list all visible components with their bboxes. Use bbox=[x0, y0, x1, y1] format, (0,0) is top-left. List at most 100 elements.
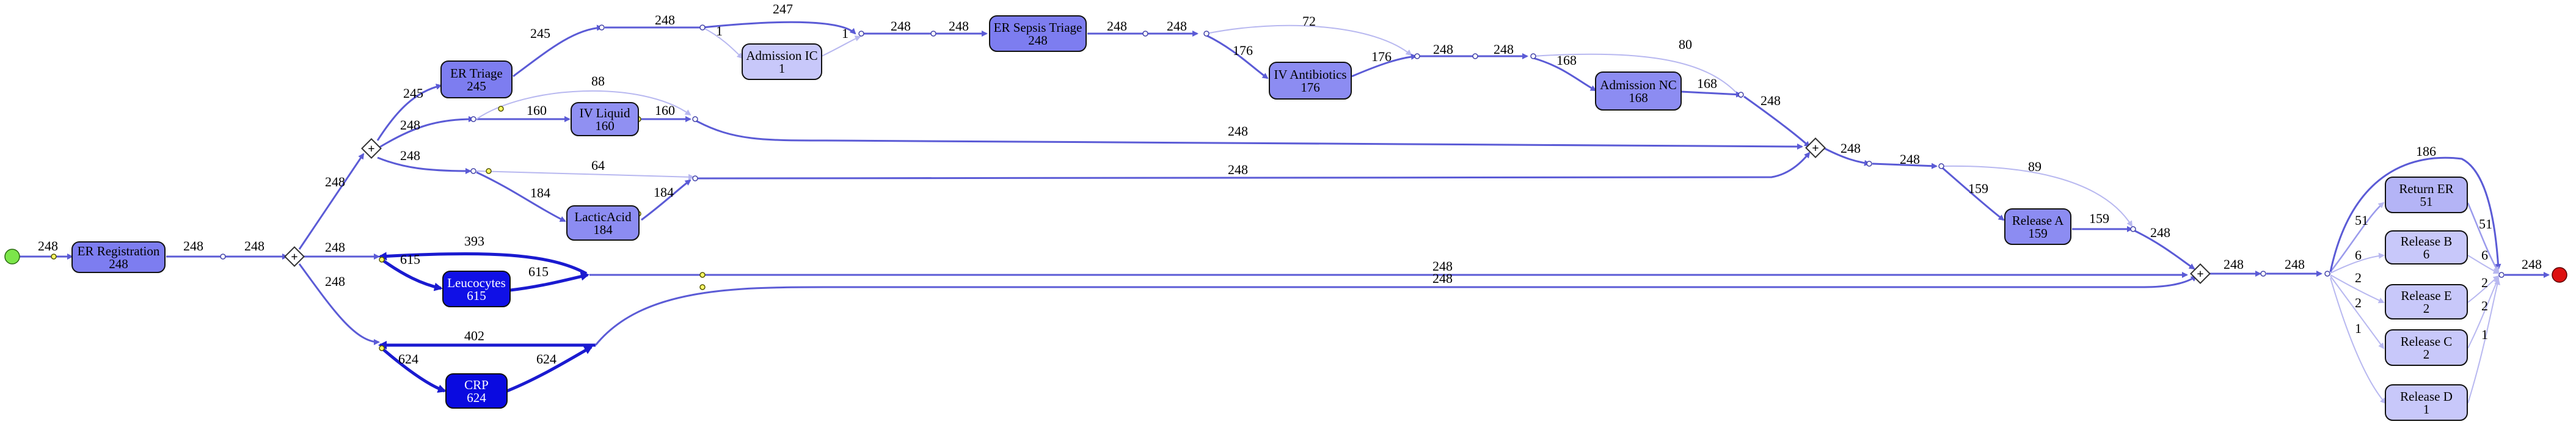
label-to-release-d: 1 bbox=[2355, 321, 2362, 336]
gateway-join-top[interactable]: + bbox=[1805, 137, 1826, 158]
edge-lactic-long bbox=[696, 151, 1811, 180]
label-crp-in: 624 bbox=[398, 351, 418, 367]
edge-to-return-er bbox=[2330, 202, 2385, 272]
gateway-join-final[interactable]: + bbox=[2190, 263, 2211, 284]
activity-box bbox=[566, 205, 640, 241]
label-to-release-e: 2 bbox=[2355, 270, 2362, 285]
routing-dot bbox=[1142, 31, 1148, 37]
routing-dot bbox=[220, 254, 226, 260]
routing-dot bbox=[470, 168, 476, 174]
edge-to-iv-antibiotics bbox=[1206, 34, 1269, 79]
edge-to-release-d bbox=[2330, 277, 2387, 404]
label-to-release-b: 6 bbox=[2355, 247, 2362, 263]
gateway-split-top[interactable]: + bbox=[361, 138, 382, 159]
activity-box bbox=[742, 43, 822, 80]
edge-to-lactic bbox=[377, 156, 472, 174]
edge-triage-sepsis-top bbox=[605, 21, 856, 35]
label-nc-bypass: 80 bbox=[1679, 37, 1692, 52]
activity-name: LacticAcid bbox=[574, 210, 632, 224]
label-sepsis-in-b: 248 bbox=[949, 18, 969, 34]
activity-box bbox=[71, 241, 166, 273]
label-iv-liquid-out: 160 bbox=[655, 103, 675, 118]
gateway-join-final-symbol: + bbox=[2197, 268, 2203, 281]
activity-name: Release B bbox=[2401, 234, 2453, 249]
label-reg-split-a: 248 bbox=[183, 238, 203, 254]
activity-release-e[interactable]: Release E2 bbox=[2385, 284, 2468, 319]
routing-dot bbox=[1866, 161, 1872, 167]
activity-name: ER Sepsis Triage bbox=[994, 20, 1082, 35]
routing-dot bbox=[692, 116, 698, 122]
label-join-out-b: 248 bbox=[1900, 151, 1920, 167]
label-sepsis-out-a: 248 bbox=[1107, 18, 1127, 34]
label-crp-out: 624 bbox=[536, 351, 556, 367]
activity-box bbox=[1595, 71, 1682, 111]
label-adm-nc-out: 168 bbox=[1697, 76, 1717, 91]
routing-dot bbox=[2324, 271, 2330, 277]
edge-admission-ic-out bbox=[821, 35, 861, 57]
start-event bbox=[4, 249, 20, 265]
label-nc-join: 248 bbox=[1761, 93, 1781, 108]
gateway-split-top-symbol: + bbox=[368, 142, 374, 156]
activity-box bbox=[2385, 384, 2468, 421]
edge-lactic-in bbox=[476, 171, 566, 222]
edge-release-a-bypass bbox=[1942, 165, 2133, 227]
gateway-join-top-symbol: + bbox=[1812, 142, 1819, 155]
label-leuco-out: 615 bbox=[528, 264, 549, 279]
label-final-out-b: 248 bbox=[2285, 257, 2305, 272]
routing-dot bbox=[1530, 53, 1536, 59]
routing-dot bbox=[470, 116, 476, 122]
edge-lactic-bypass bbox=[476, 170, 695, 180]
label-triage-out: 245 bbox=[530, 26, 550, 41]
activity-release-b[interactable]: Release B6 bbox=[2385, 230, 2468, 265]
activity-name: Admission IC bbox=[746, 48, 817, 63]
activity-release-d[interactable]: Release D1 bbox=[2385, 384, 2468, 421]
gateways: + + + + bbox=[284, 137, 2211, 284]
edge-to-iv-liquid bbox=[377, 116, 475, 150]
activity-release-c[interactable]: Release C2 bbox=[2385, 329, 2468, 366]
label-final-bypass: 186 bbox=[2416, 144, 2436, 159]
edge-nc-bypass bbox=[1533, 53, 1742, 99]
activity-count: 160 bbox=[595, 119, 615, 133]
label-split-top-in: 248 bbox=[325, 174, 345, 189]
label-iv-liquid-bypass: 88 bbox=[591, 73, 605, 89]
label-triage-out2: 248 bbox=[655, 12, 675, 27]
label-join-out-a: 248 bbox=[1841, 141, 1861, 156]
edge-labels: 248 248 248 248 248 248 245 245 248 247 … bbox=[38, 1, 2542, 367]
edge-split-top bbox=[298, 153, 365, 250]
label-rel-a-join: 248 bbox=[2150, 225, 2170, 240]
routing-dot bbox=[1738, 92, 1744, 98]
gateway-split-main[interactable]: + bbox=[284, 246, 305, 267]
label-reg-split-b: 248 bbox=[244, 238, 265, 254]
routing-dot bbox=[599, 24, 605, 31]
label-iv-ab-out: 176 bbox=[1371, 49, 1392, 64]
label-release-d-out: 1 bbox=[2481, 327, 2488, 342]
label-lactic-in: 184 bbox=[530, 185, 550, 200]
edge-release-a-join bbox=[2134, 230, 2195, 270]
activity-count: 2 bbox=[2423, 301, 2430, 316]
label-to-return-er: 51 bbox=[2355, 213, 2368, 228]
label-release-c-out: 2 bbox=[2481, 298, 2488, 313]
label-crp-loop: 402 bbox=[464, 328, 484, 343]
edge-to-release-a bbox=[1942, 167, 2005, 221]
label-to-adm-nc: 168 bbox=[1556, 53, 1577, 68]
label-leuco-in: 615 bbox=[400, 252, 420, 267]
label-sepsis-out-b: 248 bbox=[1167, 18, 1187, 34]
activity-admission-ic[interactable]: Admission IC1 bbox=[742, 43, 822, 80]
activity-name: Return ER bbox=[2399, 181, 2453, 196]
edge-crp-in bbox=[381, 347, 447, 393]
activity-name: Release C bbox=[2401, 334, 2453, 349]
routing-dots bbox=[220, 24, 2505, 278]
routing-dot bbox=[692, 175, 698, 181]
edge-crp-out bbox=[506, 345, 593, 393]
